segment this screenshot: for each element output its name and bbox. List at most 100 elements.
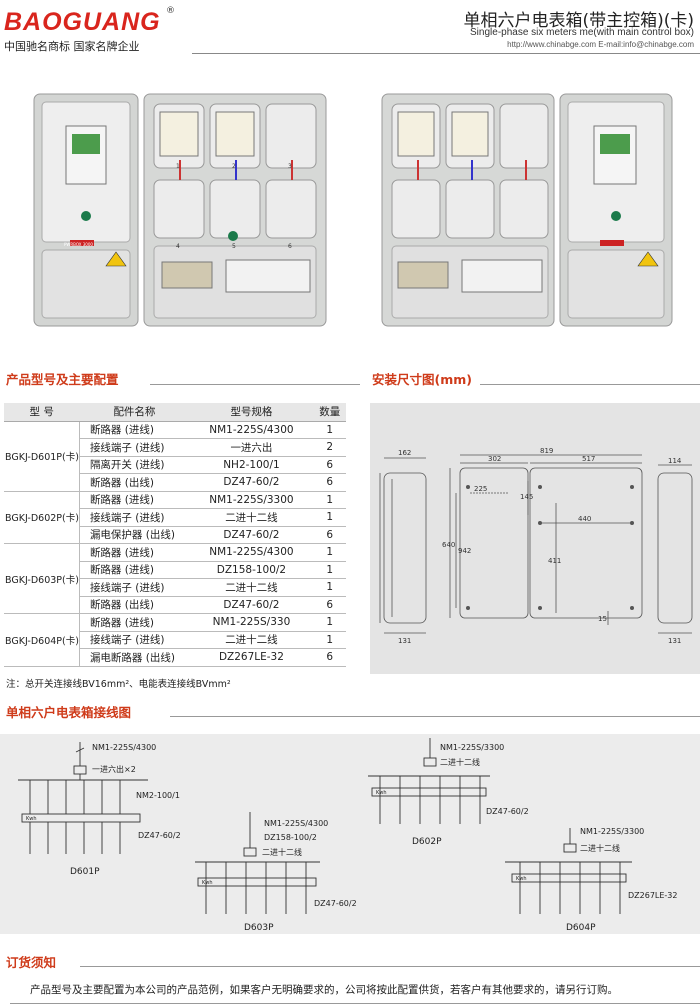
- qty-cell: 6: [313, 648, 346, 667]
- dim-411: 411: [548, 557, 561, 565]
- dim-942: 942: [458, 547, 471, 555]
- section-title-wiring: 单相六户电表箱接线图: [6, 705, 132, 720]
- qty-cell: 6: [313, 526, 346, 544]
- d602-label: D602P: [412, 837, 442, 847]
- spec-cell: 二进十二线: [189, 508, 314, 527]
- table-row: BGKJ-D602P(卡) 断路器 (进线) NM1-225S/3300 1: [4, 491, 346, 544]
- part-cell: 漏电断路器 (出线): [79, 648, 190, 667]
- meter-number-3: 3: [288, 163, 292, 170]
- qty-cell: 1: [313, 561, 346, 579]
- brand-slogan: 中国驰名商标 国家名牌企业: [4, 40, 140, 53]
- table-row: 断路器 (出线) DZ47-60/2 6: [4, 473, 346, 492]
- header-rule: [192, 53, 700, 54]
- d602-main: NM1-225S/3300: [440, 743, 504, 752]
- part-cell: 断路器 (出线): [79, 596, 190, 614]
- spec-cell: NM1-225S/3300: [189, 491, 314, 509]
- table-row: BGKJ-D601P(卡) 断路器 (进线) NM1-225S/4300 1: [4, 421, 346, 492]
- spec-cell: NH2-100/1: [189, 456, 314, 474]
- d604-meter: Kwh: [516, 876, 527, 882]
- registered-mark: ®: [166, 6, 175, 16]
- page-title: 单相六户电表箱(带主控箱)(卡): [463, 11, 694, 31]
- wiring-diagram: NM1-225S/4300 一进六出×2 NM2-100/1 DZ47-60/2…: [0, 734, 700, 934]
- page-subtitle: Single-phase six meters me(with main con…: [470, 27, 694, 38]
- qty-cell: 6: [313, 456, 346, 474]
- qty-cell: 1: [313, 491, 346, 509]
- table-row: 接线端子 (进线) 二进十二线 1: [4, 508, 346, 527]
- page-header: BAOGUANG ® 中国驰名商标 国家名牌企业 单相六户电表箱(带主控箱)(卡…: [0, 0, 700, 60]
- part-cell: 断路器 (进线): [79, 491, 190, 509]
- d604-term: 二进十二线: [580, 843, 620, 853]
- dim-517: 517: [582, 455, 595, 463]
- dimension-drawing: 819 302 517 225 440 640 942 145 411 15 1…: [370, 403, 700, 674]
- d604-out: DZ267LE-32: [628, 891, 678, 900]
- dim-819: 819: [540, 447, 553, 455]
- d603-out: DZ47-60/2: [314, 899, 357, 908]
- part-cell: 断路器 (出线): [79, 473, 190, 492]
- qty-cell: 1: [313, 543, 346, 562]
- spec-table: 型 号 配件名称 型号规格 数量 BGKJ-D601P(卡) 断路器 (进线) …: [4, 403, 346, 667]
- meter-number-5: 5: [232, 243, 236, 250]
- spec-cell: 二进十二线: [189, 578, 314, 597]
- qty-cell: 1: [313, 508, 346, 527]
- spec-cell: DZ47-60/2: [189, 596, 314, 614]
- dim-114: 114: [668, 457, 682, 465]
- table-row: 接线端子 (进线) 二进十二线 1: [4, 578, 346, 597]
- part-cell: 隔离开关 (进线): [79, 456, 190, 474]
- meter-number-1: 1: [176, 163, 180, 170]
- dim-15: 15: [598, 615, 607, 623]
- meter-number-4: 4: [176, 243, 180, 250]
- spec-cell: 二进十二线: [189, 631, 314, 649]
- brand-logo: BAOGUANG: [4, 8, 161, 36]
- part-cell: 接线端子 (进线): [79, 438, 190, 457]
- d603-meter: Kwh: [202, 880, 213, 886]
- table-header: 型 号: [4, 403, 80, 422]
- d601-term: 一进六出×2: [92, 764, 136, 774]
- badge-label: PWRBOX 3000: [64, 242, 93, 247]
- part-cell: 接线端子 (进线): [79, 508, 190, 527]
- part-cell: 接线端子 (进线): [79, 631, 190, 649]
- table-header: 型号规格: [189, 403, 314, 422]
- product-photo-left: 1 2 3 4 5 6 PWRBOX 3000: [30, 90, 330, 330]
- spec-cell: NM1-225S/4300: [189, 543, 314, 562]
- part-cell: 断路器 (进线): [79, 561, 190, 579]
- d601-label: D601P: [70, 867, 100, 877]
- qty-cell: 6: [313, 596, 346, 614]
- model-cell: BGKJ-D602P(卡): [4, 491, 80, 544]
- table-row: 漏电断路器 (出线) DZ267LE-32 6: [4, 648, 346, 667]
- qty-cell: 2: [313, 438, 346, 457]
- qty-cell: 6: [313, 473, 346, 492]
- dim-640: 640: [442, 541, 455, 549]
- qty-cell: 1: [313, 578, 346, 597]
- spec-cell: DZ158-100/2: [189, 561, 314, 579]
- d603-label: D603P: [244, 923, 274, 933]
- table-row: 断路器 (进线) DZ158-100/2 1: [4, 561, 346, 579]
- part-cell: 断路器 (进线): [79, 421, 190, 439]
- model-cell: BGKJ-D604P(卡): [4, 613, 80, 667]
- d603-main: NM1-225S/4300: [264, 819, 328, 828]
- section-title-order: 订货须知: [6, 955, 57, 970]
- meter-number-6: 6: [288, 243, 292, 250]
- part-cell: 漏电保护器 (出线): [79, 526, 190, 544]
- dim-145: 145: [520, 493, 533, 501]
- d601-out: DZ47-60/2: [138, 831, 181, 840]
- spec-cell: DZ47-60/2: [189, 473, 314, 492]
- dim-131b: 131: [668, 637, 681, 645]
- dim-225: 225: [474, 485, 487, 493]
- part-cell: 断路器 (进线): [79, 613, 190, 632]
- d604-label: D604P: [566, 923, 596, 933]
- table-header: 配件名称: [79, 403, 190, 422]
- spec-cell: 一进六出: [189, 438, 314, 457]
- contact-info: http://www.chinabge.com E-mail:info@chin…: [507, 40, 694, 49]
- spec-cell: DZ47-60/2: [189, 526, 314, 544]
- table-row: 接线端子 (进线) 二进十二线 1: [4, 631, 346, 649]
- model-cell: BGKJ-D603P(卡): [4, 543, 80, 614]
- section-title-spec: 产品型号及主要配置: [6, 372, 119, 387]
- bottom-rule: [10, 1003, 700, 1004]
- table-row: 接线端子 (进线) 一进六出 2: [4, 438, 346, 457]
- table-row: BGKJ-D603P(卡) 断路器 (进线) NM1-225S/4300 1: [4, 543, 346, 614]
- table-note: 注：总开关连接线BV16mm²、电能表连接线BVmm²: [6, 679, 231, 690]
- d602-meter: Kwh: [376, 790, 387, 796]
- section-rule: [480, 384, 700, 385]
- d603-second: DZ158-100/2: [264, 833, 317, 842]
- dim-162: 162: [398, 449, 411, 457]
